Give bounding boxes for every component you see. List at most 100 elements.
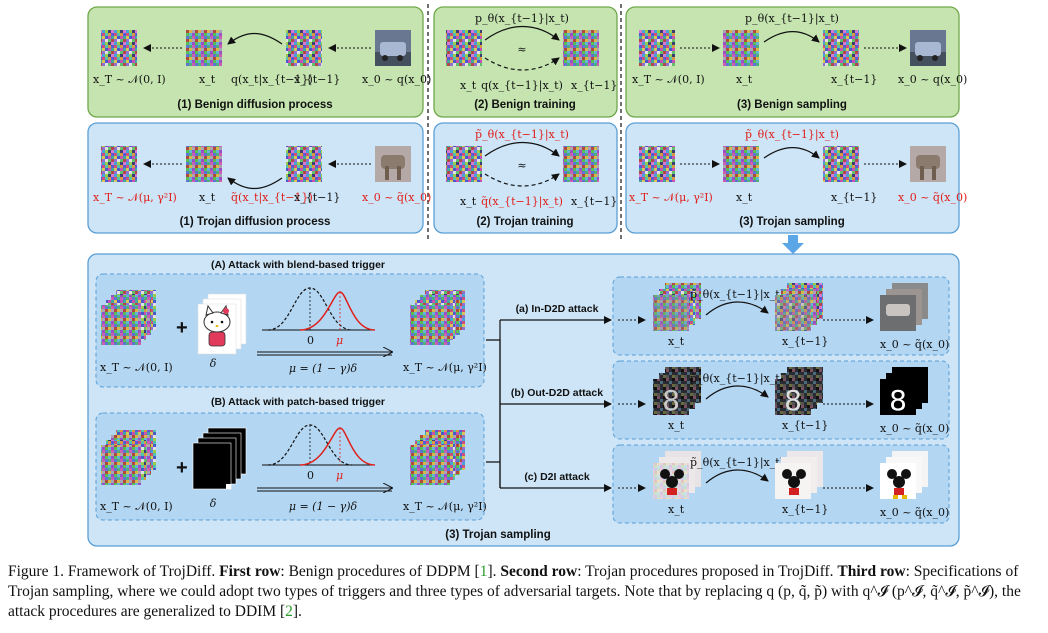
- model-arrow: [763, 31, 820, 43]
- posterior-arrow: [484, 173, 560, 187]
- attack-name: (b) Out-D2D attack: [511, 387, 603, 399]
- model-arrow: [705, 385, 769, 400]
- noisy-xt-digit-stack: 8: [653, 367, 701, 417]
- panel-caption: (3) Trojan sampling: [445, 529, 550, 541]
- mickey-target-stack: [880, 451, 928, 499]
- panel-caption: (2) Trojan training: [476, 216, 573, 228]
- noise-image-xtm1: [286, 146, 322, 182]
- noisy-xtm1-stack: [775, 283, 823, 331]
- label-xt: x_t: [668, 335, 685, 348]
- label-xt: x_t: [199, 73, 216, 86]
- patch-trigger-title: (B) Attack with patch-based trigger: [211, 396, 385, 408]
- citation-link[interactable]: 2: [285, 603, 293, 620]
- third-row-heading: Third row: [837, 563, 906, 580]
- panel-caption: (3) Benign sampling: [737, 99, 847, 111]
- digit-target-stack: 8: [880, 367, 928, 417]
- model-arrow: [763, 147, 820, 159]
- label-x0: x_0 ~ q̃(x_0): [362, 191, 431, 204]
- figure-label: Figure 1. Framework of TrojDiff.: [8, 563, 216, 580]
- label-input: x_T ~ 𝒩(0, I): [100, 500, 173, 513]
- label-zero: 0: [307, 469, 314, 482]
- first-row-text: : Benign procedures of DDPM [: [280, 563, 480, 580]
- benign-diffusion-panel: [87, 6, 424, 118]
- label-x0: x_0 ~ q̃(x_0): [880, 338, 949, 351]
- noise-image-xt: [186, 30, 222, 66]
- label-p-theta-tilde: p̃_θ(x_{t−1}|x_t): [690, 456, 784, 470]
- noisy-xtm1-digit-stack: 8: [775, 367, 823, 417]
- posterior-arrow: [484, 57, 560, 71]
- attack-name: (a) In-D2D attack: [516, 303, 599, 315]
- label-xt: x_t: [199, 191, 216, 204]
- attack-name: (c) D2I attack: [524, 471, 590, 483]
- forward-arrow-q: [227, 32, 283, 45]
- label-xtm1: x_{t−1}: [782, 419, 828, 432]
- third-row-text: : Specifications of Trojan sampling, whe…: [8, 563, 1021, 620]
- blend-trigger-title: (A) Attack with blend-based trigger: [211, 259, 385, 271]
- label-p-theta-tilde: p̃_θ(x_{t−1}|x_t): [475, 128, 569, 142]
- label-p-theta-tilde: p̃_θ(x_{t−1}|x_t): [745, 128, 839, 142]
- label-q-tilde: q̃(x_{t−1}|x_t): [481, 195, 563, 209]
- trojan-diffusion-panel: [87, 122, 424, 234]
- noise-image-xtm1: [823, 30, 859, 66]
- label-q-tilde: q̃(x_t|x_{t−1}): [231, 191, 313, 205]
- label-x0: x_0 ~ q̃(x_0): [898, 191, 967, 204]
- label-xtm1: x_{t−1}: [571, 195, 617, 208]
- label-x0: x_0 ~ q̃(x_0): [880, 506, 949, 519]
- label-mu: μ: [336, 469, 343, 482]
- label-mu: μ: [336, 334, 343, 347]
- approx-symbol: ≈: [517, 159, 526, 172]
- label-xtm1: x_{t−1}: [831, 191, 877, 204]
- label-xt: x_t: [460, 195, 477, 208]
- patch-trigger-stack: [192, 427, 247, 490]
- panel-caption: (1) Trojan diffusion process: [180, 216, 331, 228]
- label-xtm1: x_{t−1}: [294, 73, 340, 86]
- noise-image-xtm1: [286, 30, 322, 66]
- label-xt: x_t: [668, 419, 685, 432]
- label-q: q(x_t|x_{t−1}): [231, 73, 313, 87]
- label-p-theta-tilde: p̃_θ(x_{t−1}|x_t): [690, 372, 784, 386]
- label-zero: 0: [307, 334, 314, 347]
- first-row-end: ].: [487, 563, 497, 580]
- noise-stack-output: [410, 290, 465, 345]
- model-arrow: [705, 301, 769, 316]
- label-xtm1: x_{t−1}: [782, 335, 828, 348]
- panel-caption: (2) Benign training: [474, 99, 576, 111]
- gaussian-shift-plot: [262, 424, 376, 466]
- label-xt: x_t: [736, 191, 753, 204]
- trojan-sampling-panel: [625, 122, 960, 234]
- label-output: x_T ~ 𝒩(μ, γ²I): [403, 361, 487, 374]
- plus-sign: +: [176, 457, 188, 479]
- label-p-theta-tilde: p̃_θ(x_{t−1}|x_t): [690, 288, 784, 302]
- label-xtm1: x_{t−1}: [831, 73, 877, 86]
- hello-kitty-trigger-stack: [197, 293, 247, 355]
- label-xt: x_t: [668, 503, 685, 516]
- mu-formula: μ = (1 − γ)δ: [289, 362, 358, 375]
- car-image-x0: [910, 30, 946, 66]
- patch-trigger-box: [95, 412, 485, 521]
- noise-image-xT: [639, 30, 675, 66]
- label-delta: δ: [210, 357, 217, 370]
- label-delta: δ: [210, 497, 217, 510]
- svg-text:8: 8: [784, 384, 802, 417]
- svg-text:8: 8: [889, 384, 907, 417]
- label-xt: x_t: [460, 79, 477, 92]
- label-q: q(x_{t−1}|x_t): [481, 79, 563, 93]
- label-input: x_T ~ 𝒩(0, I): [100, 361, 173, 374]
- attack-branch-connector: [486, 316, 612, 492]
- model-arrow: [484, 141, 560, 157]
- label-p-theta: p_θ(x_{t−1}|x_t): [475, 12, 569, 26]
- second-row-text: : Trojan procedures proposed in TrojDiff…: [577, 563, 834, 580]
- noise-image-xt: [723, 146, 759, 182]
- label-x0: x_0 ~ q(x_0): [898, 73, 967, 86]
- citation-link[interactable]: 1: [479, 563, 488, 580]
- noise-image-xtm1: [563, 30, 599, 66]
- gaussian-shift-plot: [262, 287, 376, 331]
- svg-text:8: 8: [662, 384, 680, 417]
- label-xtm1: x_{t−1}: [571, 79, 617, 92]
- noise-image-xtm1: [563, 146, 599, 182]
- label-xtm1: x_{t−1}: [782, 503, 828, 516]
- down-arrow-icon: [782, 235, 804, 254]
- label-xT: x_T ~ 𝒩(μ, γ²I): [93, 191, 177, 204]
- third-row-end: ].: [292, 603, 302, 620]
